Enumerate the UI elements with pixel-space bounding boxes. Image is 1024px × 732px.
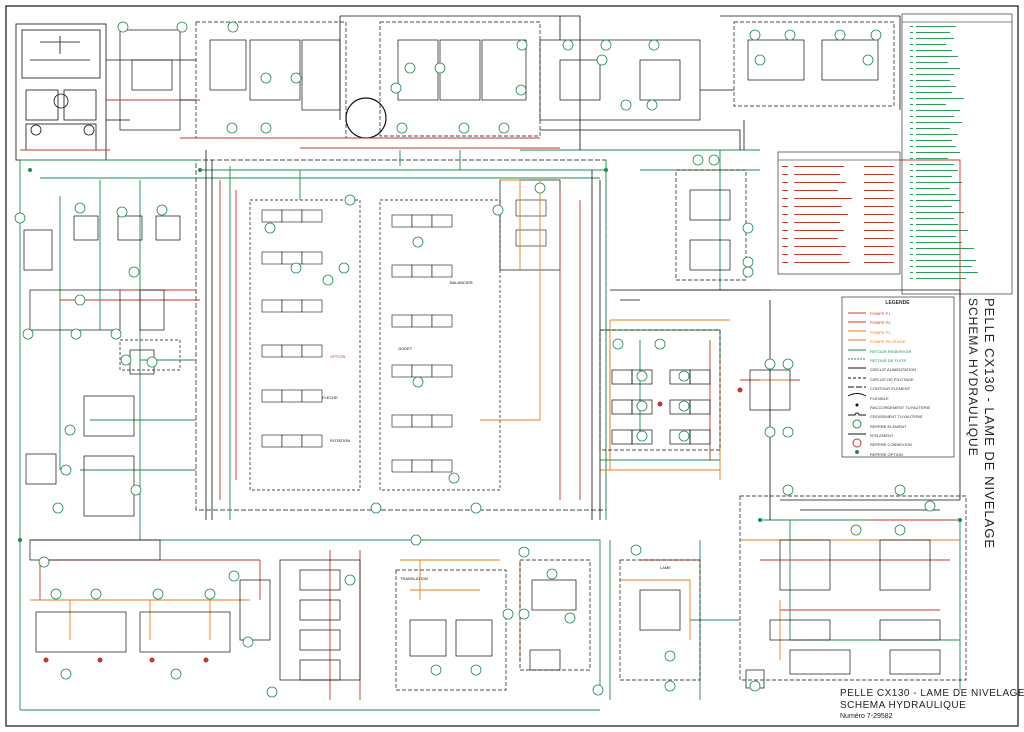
legend-box — [841, 296, 955, 458]
section-label-balancier: BALANCIER — [450, 280, 473, 285]
legend-list: POMPE P1 POMPE P2 POMPE P3 POMPE PILOTAG… — [870, 309, 950, 459]
legend-row: N°ELEMENT — [870, 433, 894, 439]
title-line-1: PELLE CX130 - LAME DE NIVELAGE — [982, 298, 997, 550]
legend-row: RACCORDEMENT TUYAUTERIE — [870, 404, 931, 410]
section-label-fleche: FLECHE — [322, 395, 338, 400]
legend-row: CONTOUR ELEMENT — [870, 386, 911, 392]
legend-row: CIRCUIT ALIMENTATION — [870, 367, 917, 373]
title-block-line-2: SCHEMA HYDRAULIQUE — [840, 700, 967, 711]
legend-row: REPERE ELEMENT — [870, 423, 907, 429]
section-label-godet: GODET — [398, 346, 413, 351]
legend-row: CROISEMENT TUYAUTERIE — [870, 414, 923, 420]
legend-row: CIRCUIT DE PILOTAGE — [870, 376, 914, 382]
pump-block — [15, 23, 107, 161]
legend-row: REPERE OPTION — [870, 451, 903, 457]
vertical-title: PELLE CX130 - LAME DE NIVELAGE SCHEMA HY… — [966, 298, 997, 549]
legend-row: RETOUR RESERVOIR — [870, 348, 912, 354]
title-block: PELLE CX130 - LAME DE NIVELAGE SCHEMA HY… — [840, 688, 1024, 720]
legend-row: RETOUR DE FUITE — [870, 357, 907, 363]
legend-row: POMPE P1 — [870, 311, 891, 316]
title-line-2: SCHEMA HYDRAULIQUE — [966, 298, 980, 457]
legend-row: FLEXIBLE — [870, 395, 889, 401]
section-label-translation: TRANSLATION — [400, 576, 428, 581]
title-block-line-1: PELLE CX130 - LAME DE NIVELAGE — [840, 688, 1024, 699]
legend-row: REPERE CONNEXION — [870, 442, 912, 448]
section-label-lame: LAME — [660, 565, 671, 570]
legend-heading: LEGENDE — [885, 300, 910, 306]
parts-list — [901, 13, 1013, 295]
legend-row: POMPE PILOTAGE — [870, 339, 906, 345]
legend-row: POMPE P3 — [870, 329, 891, 335]
section-label-option: OPTION — [330, 354, 346, 359]
legend-row: POMPE P2 — [870, 320, 891, 326]
section-label-rotation: ROTATION — [330, 438, 351, 443]
document-number: Numéro 7-29582 — [840, 713, 893, 720]
